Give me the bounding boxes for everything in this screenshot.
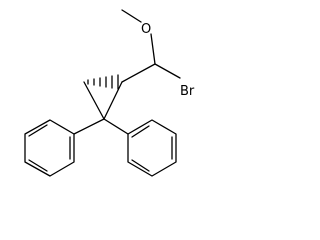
molecule-diagram: O Br — [24, 9, 195, 177]
left-phenyl-ring — [24, 119, 75, 177]
bond-methyl-oxygen — [121, 9, 142, 23]
structure-drawing: O Br — [24, 9, 195, 177]
bond-ring-ch-quaternary — [103, 81, 123, 120]
bond-oxygen-ch — [150, 33, 156, 65]
hashed-wedge-bond — [87, 74, 119, 90]
oxygen-label: O — [141, 22, 151, 37]
bond-to-right-phenyl — [103, 118, 129, 135]
bond-ring-ch2-quaternary — [83, 81, 105, 120]
bond-to-left-phenyl — [73, 118, 105, 135]
bromine-label: Br — [180, 84, 195, 99]
bond-ch-bromine — [154, 63, 181, 79]
right-phenyl-ring — [127, 119, 177, 177]
bond-ring-ch-sidechain — [121, 63, 156, 83]
